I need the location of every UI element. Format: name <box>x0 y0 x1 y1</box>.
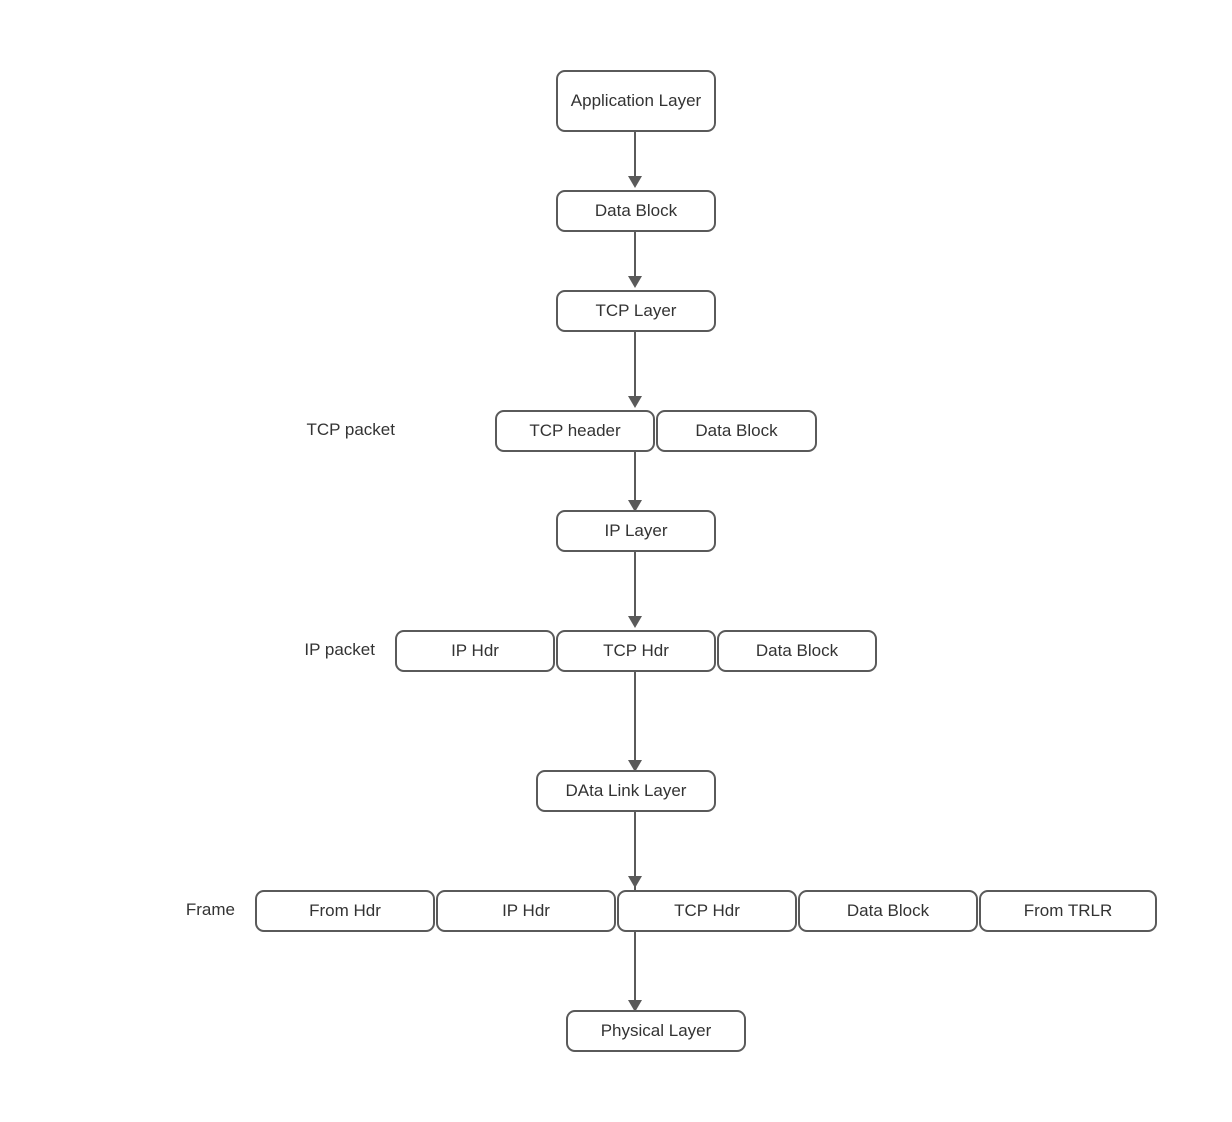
arrowhead-to-ippacket <box>628 616 642 628</box>
row-label-frame-text: Frame <box>185 900 235 919</box>
packet-tcp-segment-tcp-header-label: TCP header <box>529 421 621 440</box>
packet-frame: From Hdr IP Hdr TCP Hdr Data Block From … <box>255 890 1157 932</box>
node-application-layer-label: Application Layer <box>570 91 702 111</box>
arrowhead-to-tcplayer <box>628 276 642 288</box>
packet-ip-segment-ip-hdr-label: IP Hdr <box>451 641 499 660</box>
packet-ip-segment-tcp-hdr[interactable]: TCP Hdr <box>556 630 716 672</box>
node-ip-layer[interactable]: IP Layer <box>556 510 716 552</box>
packet-frame-segment-from-trlr-label: From TRLR <box>1023 901 1113 920</box>
connector-iplayer-to-ippacket <box>634 552 636 620</box>
node-data-link-layer[interactable]: DAta Link Layer <box>536 770 716 812</box>
arrowhead-to-datablock <box>628 176 642 188</box>
packet-tcp-segment-data-block-label: Data Block <box>695 421 778 440</box>
node-tcp-layer-label: TCP Layer <box>595 301 677 321</box>
packet-ip-segment-ip-hdr[interactable]: IP Hdr <box>395 630 555 672</box>
connector-datalink-to-frame <box>634 812 636 890</box>
packet-frame-segment-tcp-hdr-label: TCP Hdr <box>674 901 740 920</box>
connector-application-to-datablock <box>634 132 636 180</box>
packet-frame-segment-ip-hdr[interactable]: IP Hdr <box>436 890 616 932</box>
node-application-layer[interactable]: Application Layer <box>556 70 716 132</box>
node-ip-layer-label: IP Layer <box>604 521 668 541</box>
row-label-ip-packet-text: IP packet <box>304 640 375 659</box>
connector-tcppacket-to-iplayer <box>634 452 636 520</box>
packet-tcp: TCP header Data Block <box>495 410 817 452</box>
packet-ip-segment-data-block[interactable]: Data Block <box>717 630 877 672</box>
arrowhead-to-iplayer <box>628 500 642 512</box>
node-tcp-layer[interactable]: TCP Layer <box>556 290 716 332</box>
row-label-ip-packet: IP packet <box>180 640 375 660</box>
node-data-block[interactable]: Data Block <box>556 190 716 232</box>
packet-frame-segment-ip-hdr-label: IP Hdr <box>502 901 550 920</box>
packet-frame-segment-from-hdr[interactable]: From Hdr <box>255 890 435 932</box>
arrowhead-to-physical <box>628 1000 642 1012</box>
row-label-frame: Frame <box>60 900 235 920</box>
arrowhead-to-tcppacket <box>628 396 642 408</box>
packet-ip: IP Hdr TCP Hdr Data Block <box>395 630 877 672</box>
connector-datablock-to-tcplayer <box>634 232 636 280</box>
packet-frame-segment-data-block[interactable]: Data Block <box>798 890 978 932</box>
packet-tcp-segment-tcp-header[interactable]: TCP header <box>495 410 655 452</box>
packet-frame-segment-data-block-label: Data Block <box>846 901 930 920</box>
packet-ip-segment-tcp-hdr-label: TCP Hdr <box>603 641 669 660</box>
packet-frame-segment-from-hdr-label: From Hdr <box>309 901 381 920</box>
node-data-link-layer-label: DAta Link Layer <box>565 781 687 801</box>
packet-frame-segment-from-trlr[interactable]: From TRLR <box>979 890 1157 932</box>
node-physical-layer[interactable]: Physical Layer <box>566 1010 746 1052</box>
packet-tcp-segment-data-block[interactable]: Data Block <box>656 410 817 452</box>
connector-tcplayer-to-tcppacket <box>634 332 636 400</box>
connector-frame-to-physical <box>634 932 636 1008</box>
arrowhead-to-datalink <box>628 760 642 772</box>
node-data-block-label: Data Block <box>594 201 678 221</box>
packet-frame-segment-tcp-hdr[interactable]: TCP Hdr <box>617 890 797 932</box>
row-label-tcp-packet: TCP packet <box>200 420 395 440</box>
row-label-tcp-packet-text: TCP packet <box>306 420 395 439</box>
packet-ip-segment-data-block-label: Data Block <box>755 641 839 660</box>
connector-ippacket-to-datalink <box>634 672 636 768</box>
node-physical-layer-label: Physical Layer <box>600 1021 712 1041</box>
arrowhead-to-frame <box>628 876 642 888</box>
